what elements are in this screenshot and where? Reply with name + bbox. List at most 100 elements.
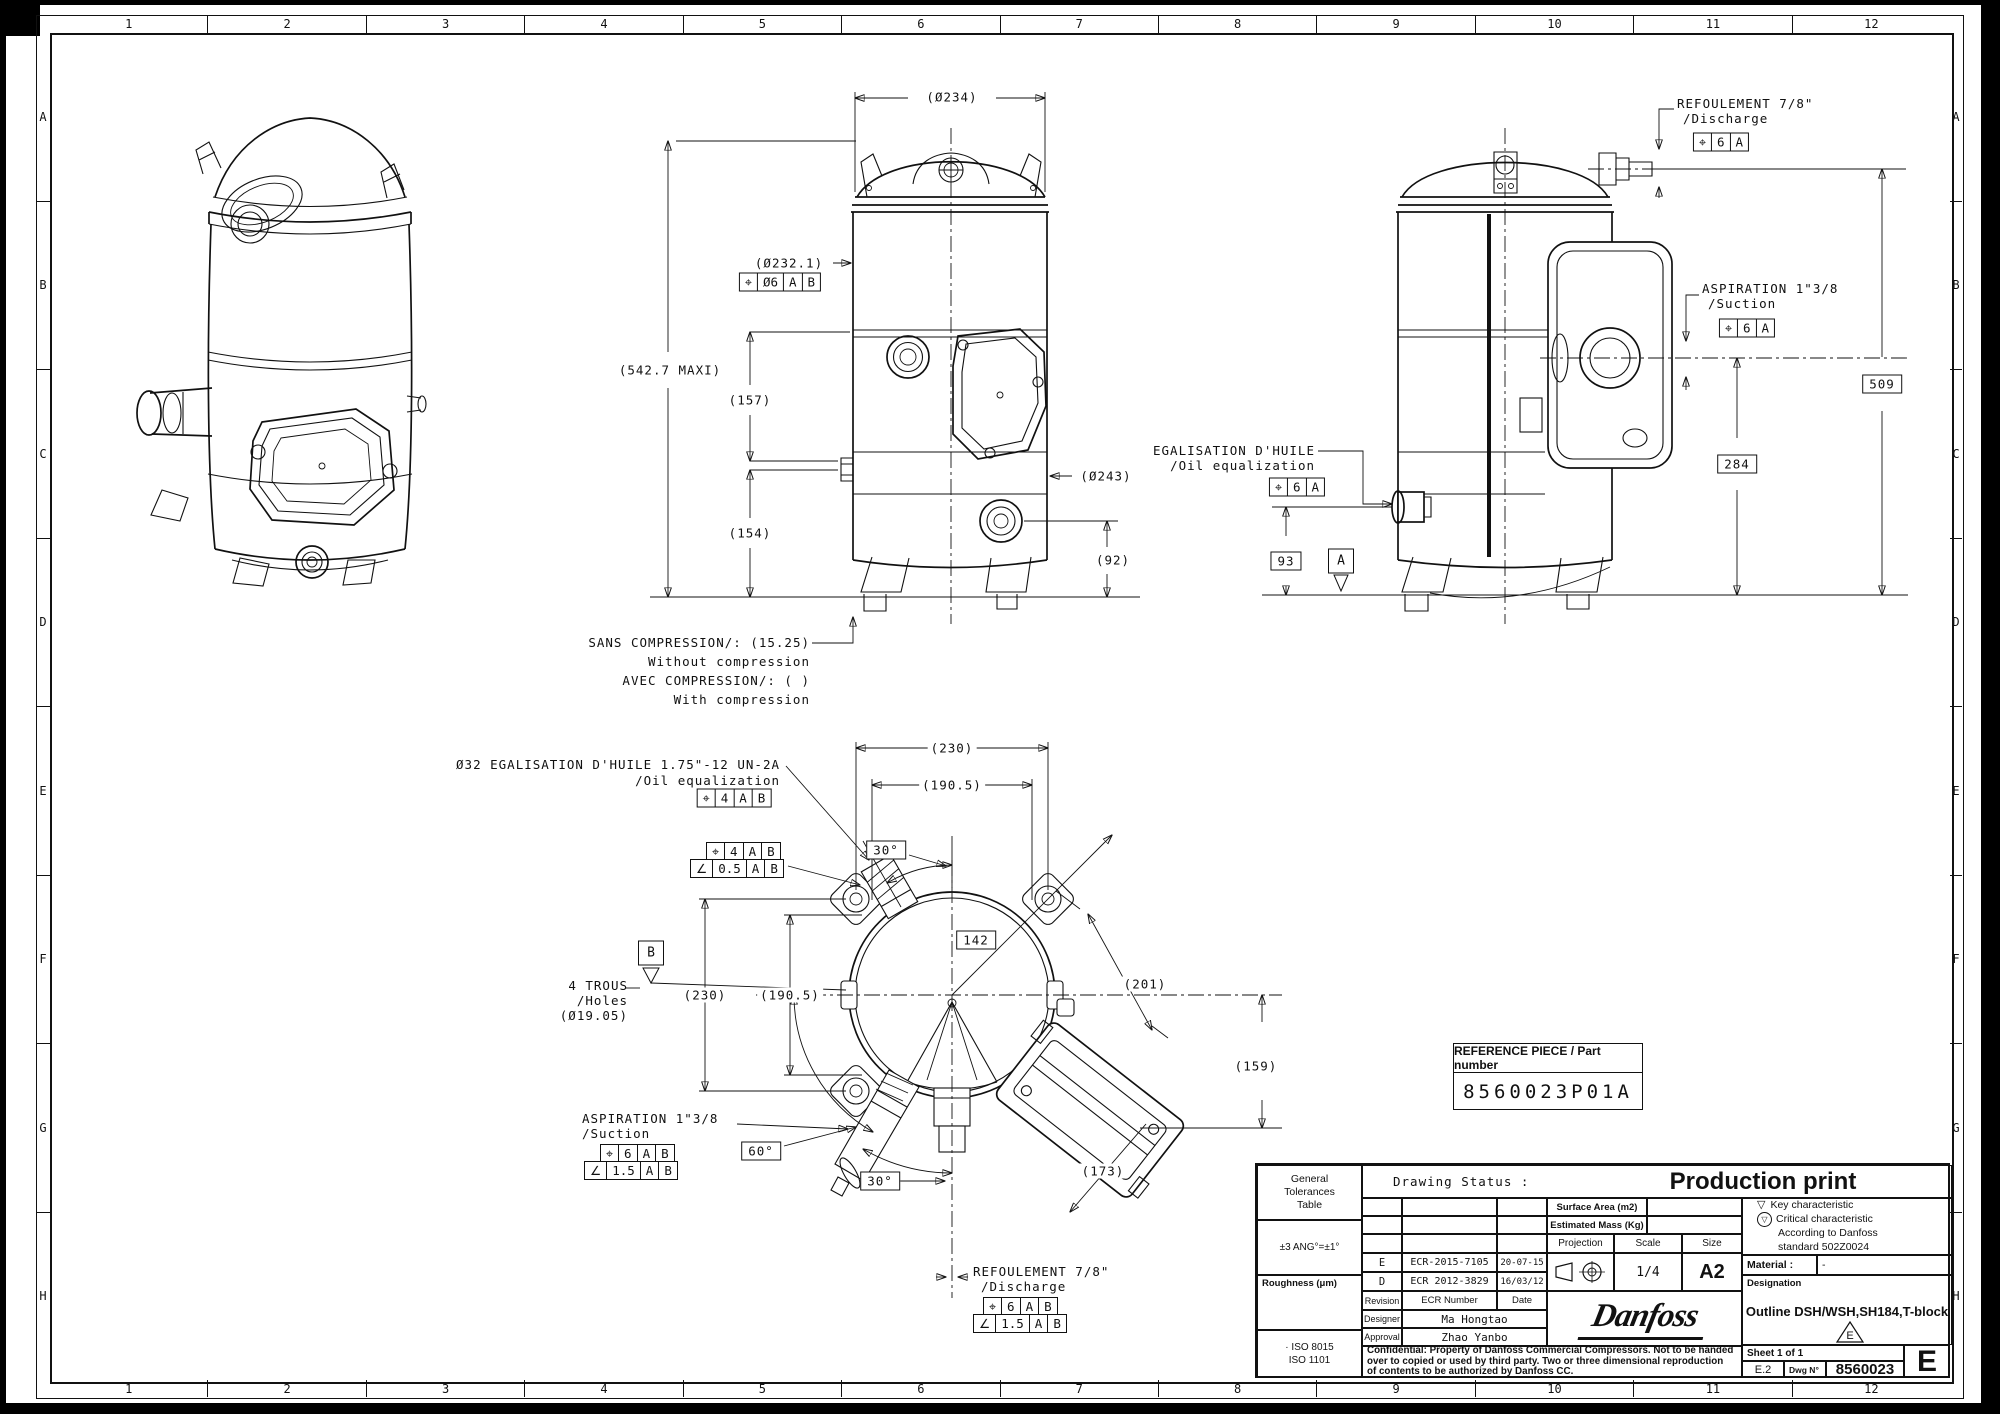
sheet-cell: Sheet 1 of 1 [1742,1345,1904,1361]
grid-row-label: F [36,876,50,1044]
fcf-datum: A [742,842,762,860]
grid-row-label: E [1950,707,1962,876]
dim-side-93: 93 [1270,551,1302,571]
conf-line: Confidential: Property of Danfoss Commer… [1367,1345,1734,1357]
ecr-header: ECR Number [1402,1291,1497,1310]
grid-row-label: F [1950,876,1962,1044]
discharge-fr: REFOULEMENT 7/8" [1677,96,1814,111]
fcf-datum: A [1028,1315,1048,1333]
svg-text:E: E [1846,1330,1853,1342]
key-characteristic-label: Key characteristic [1770,1198,1854,1211]
note-sans: SANS COMPRESSION/: (15.25) [588,635,810,650]
tolerances-value: ±3 ANG°=±1° [1257,1220,1362,1275]
format-rev-cell: E.2 [1742,1361,1784,1378]
approval-name: Zhao Yanbo [1402,1328,1547,1346]
fcf-datum: B [1047,1315,1066,1333]
grid-col-label: 3 [367,1380,526,1397]
suction-label-bottom: ASPIRATION 1"3/8 /Suction [582,1111,718,1141]
position-symbol: ⌖ [1698,134,1706,150]
oil32-fr: Ø32 EGALISATION D'HUILE 1.75"-12 UN-2A [456,757,780,772]
dim-bottom-1905-top: (190.5) [919,777,985,793]
suction-label-side: ASPIRATION 1"3/8 /Suction [1702,281,1838,311]
fcf-datum: A [636,1144,656,1162]
grid-col-label: 5 [684,15,843,33]
grid-col-label: 9 [1317,15,1476,33]
grid-row-label: B [1950,202,1962,370]
grid-col-label: 12 [1864,1381,1879,1396]
datum-a-flag: A [1328,548,1354,574]
surface-area-label: Surface Area (m2) [1547,1198,1647,1216]
iso-bullet: · [1285,1342,1289,1353]
oil-label-fr: EGALISATION D'HUILE [1153,443,1315,458]
grid-col-label: 8 [1159,15,1318,33]
note-avec: AVEC COMPRESSION/: ( ) [622,673,810,688]
fcf-datum: A [783,273,802,291]
position-symbol: ⌖ [1724,320,1732,336]
holes-en: /Holes [576,993,628,1008]
roughness-cell: Roughness (μm) [1257,1275,1362,1330]
tol-line: Tolerances [1284,1186,1335,1198]
position-symbol: ⌖ [744,274,752,290]
datum-b-flag: B [638,940,664,966]
tol-line: General [1290,1173,1329,1185]
rev-e: E [1362,1253,1402,1272]
angularity-symbol: ∠ [590,1163,602,1179]
material-label: Material : [1742,1255,1817,1275]
grid-col-label: 11 [1634,1380,1793,1397]
projection-label: Projection [1547,1234,1614,1253]
angularity-symbol: ∠ [696,861,708,877]
grid-col-label: 4 [525,1380,684,1397]
date-e: 20-07-15 [1497,1253,1547,1272]
grid-col-label: 11 [1634,15,1793,33]
first-angle-projection-icon [1554,1261,1605,1283]
critical-characteristic-label: Critical characteristic [1776,1213,1873,1225]
oil-equalization-label: EGALISATION D'HUILE /Oil equalization [1145,443,1315,473]
iso-view [136,117,427,587]
grid-row-label: H [39,1289,47,1304]
status-label: Drawing Status : [1393,1174,1530,1189]
fcf-tol: 6 [1710,133,1730,151]
status-row: Drawing Status : Production print [1362,1165,1952,1198]
grid-col-label: 3 [367,15,526,33]
danfoss-logo: Danfoss [1577,1297,1712,1340]
characteristic-legend: ▽Key characteristic ▽Critical characteri… [1742,1198,1952,1255]
fcf-tol: 4 [714,789,734,807]
suction-en: /Suction [1708,296,1777,311]
position-symbol: ⌖ [1274,479,1282,495]
iso-1: ISO 8015 [1291,1342,1334,1353]
discharge-label-bottom: REFOULEMENT 7/8" /Discharge [973,1264,1109,1294]
confidential-note: Confidential: Property of Danfoss Commer… [1362,1346,1742,1378]
grid-col-label: 9 [1317,1380,1476,1397]
fcf-datum: B [801,273,821,291]
grid-col-label: 10 [1476,1380,1635,1397]
dim-front-height-max: (542.7 MAXI) [615,362,725,378]
iso-cell: · ISO 8015 ISO 1101 [1257,1330,1362,1378]
angularity-symbol: ∠ [979,1316,991,1332]
mass-label: Estimated Mass (Kg) [1547,1216,1647,1234]
grid-row-label: B [36,202,50,370]
grid-row-label: A [36,33,50,202]
fcf-tol: 1.5 [606,1162,640,1180]
bottom-view [626,742,1282,1298]
dim-front-dia-lower: (Ø243) [1077,468,1135,484]
revision-triangle-icon: E [1835,1320,1865,1343]
dim-bottom-173: (173) [1078,1163,1128,1179]
grid-row-label: D [36,539,50,707]
discharge-en: /Discharge [1683,111,1769,126]
designer-label: Designer [1362,1310,1402,1328]
grid-col-label: 6 [842,15,1001,33]
fcf-tol: 6 [1736,319,1756,337]
size-label: Size [1682,1234,1742,1253]
key-characteristic-row: ▽Key characteristic [1757,1199,1853,1213]
grid-col-label: 7 [1001,15,1159,33]
fcf-tol: 1.5 [995,1315,1029,1333]
grid-col-label: 4 [525,15,684,33]
grid-col-label: 2 [208,1380,367,1397]
grid-row-label: D [1950,539,1962,707]
scale-label: Scale [1614,1234,1682,1253]
fcf-datum: B [761,842,780,860]
